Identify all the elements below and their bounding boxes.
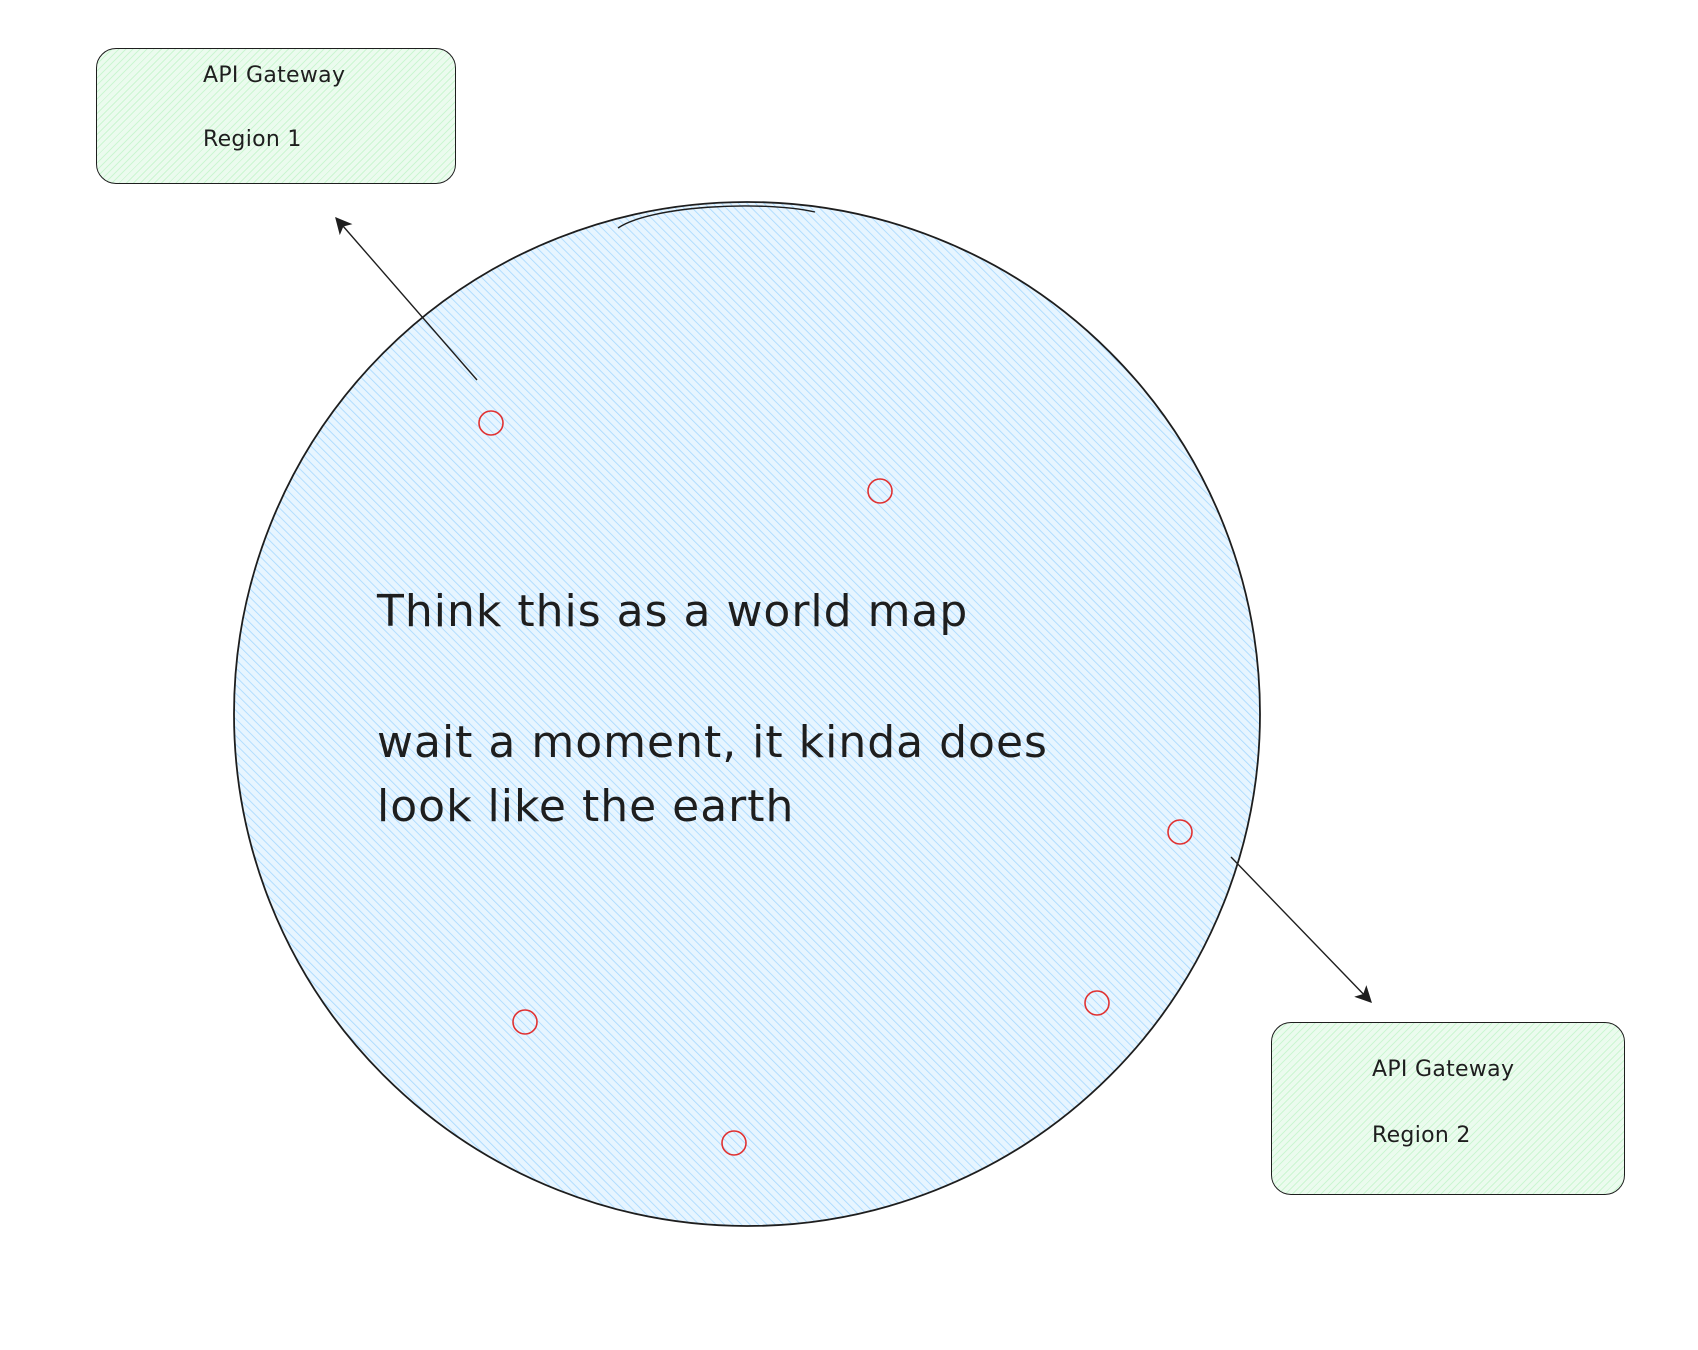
region-marker[interactable] [867, 478, 893, 504]
region-marker[interactable] [512, 1009, 538, 1035]
globe-circle[interactable] [233, 201, 1261, 1227]
api-gateway-region-2-box[interactable]: API Gateway Region 2 [1271, 1022, 1625, 1195]
region-marker[interactable] [1084, 990, 1110, 1016]
gateway-region-label: Region 1 [203, 127, 302, 152]
api-gateway-region-1-box[interactable]: API Gateway Region 1 [96, 48, 456, 184]
region-marker[interactable] [478, 410, 504, 436]
gateway-title: API Gateway [1372, 1057, 1515, 1082]
globe-text-line-1: Think this as a world map [377, 586, 969, 637]
globe-text-line-2: wait a moment, it kinda does [377, 717, 1048, 768]
region-marker[interactable] [1167, 819, 1193, 845]
arrow-to-region-2[interactable] [1230, 856, 1372, 1004]
region-marker[interactable] [721, 1130, 747, 1156]
globe-text-line-3: look like the earth [377, 781, 795, 832]
region-markers [478, 410, 1193, 1156]
globe-sketch-stroke [617, 205, 816, 229]
gateway-title: API Gateway [203, 63, 346, 88]
gateway-region-label: Region 2 [1372, 1123, 1471, 1148]
arrow-to-region-1[interactable] [335, 216, 478, 381]
